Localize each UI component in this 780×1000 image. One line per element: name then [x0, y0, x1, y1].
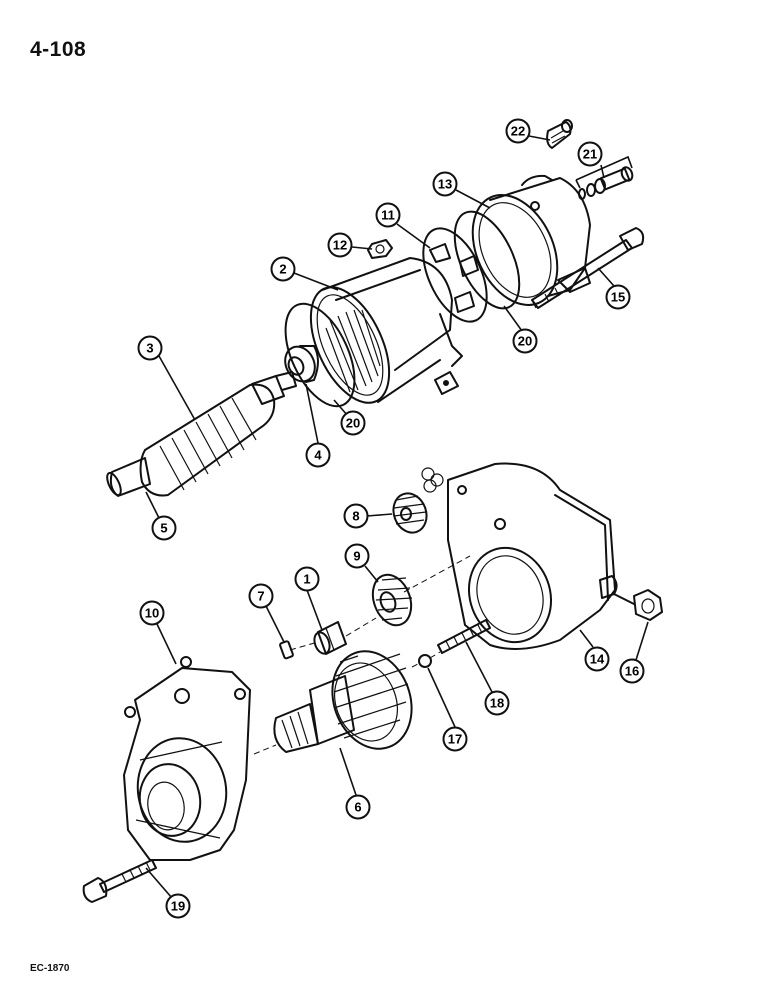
callout-18: 18	[484, 690, 510, 716]
callout-10: 10	[139, 600, 165, 626]
leader-lines	[145, 135, 649, 899]
part-22-plug	[546, 119, 573, 149]
callout-3: 3	[137, 335, 163, 361]
svg-text:15: 15	[611, 290, 625, 305]
svg-text:2: 2	[279, 262, 286, 277]
svg-text:5: 5	[160, 521, 167, 536]
svg-text:14: 14	[590, 652, 605, 667]
part-12-nut	[367, 239, 393, 259]
figure-code: EC-1870	[30, 963, 70, 974]
callout-14: 14	[584, 646, 610, 672]
roller-balls	[421, 467, 444, 493]
svg-text:8: 8	[352, 509, 359, 524]
callout-12: 12	[327, 232, 353, 258]
svg-text:19: 19	[171, 899, 185, 914]
callout-22: 22	[505, 118, 531, 144]
svg-text:13: 13	[438, 177, 452, 192]
part-20-o-ring-lower	[284, 302, 356, 408]
callout-2: 2	[270, 256, 296, 282]
callout-7: 7	[248, 583, 274, 609]
part-17-ball	[418, 654, 432, 668]
assembly-axis-lines	[253, 555, 471, 755]
part-20-o-ring-upper	[453, 210, 521, 310]
svg-text:18: 18	[490, 696, 504, 711]
part-8-idler-gear	[392, 492, 428, 534]
callout-21: 21	[577, 141, 603, 167]
part-9-gear	[371, 573, 413, 627]
svg-text:9: 9	[353, 549, 360, 564]
svg-text:3: 3	[146, 341, 153, 356]
callout-17: 17	[442, 726, 468, 752]
svg-text:10: 10	[145, 606, 159, 621]
callout-8: 8	[343, 503, 369, 529]
svg-text:12: 12	[333, 238, 347, 253]
part-10-drive-housing	[123, 656, 251, 861]
part-16-nut	[633, 589, 663, 621]
callout-13: 13	[432, 171, 458, 197]
svg-text:1: 1	[303, 572, 310, 587]
part-3-armature	[106, 371, 297, 497]
svg-text:7: 7	[257, 589, 264, 604]
part-7-pin	[279, 640, 294, 660]
part-19-bolt	[82, 859, 157, 903]
svg-text:6: 6	[354, 800, 361, 815]
callout-4: 4	[305, 442, 331, 468]
part-11-brush-holder	[422, 227, 488, 395]
callout-11: 11	[375, 202, 401, 228]
part-4-bearing	[284, 345, 319, 383]
callout-6: 6	[345, 794, 371, 820]
callout-20-upper: 20	[512, 328, 538, 354]
part-6-drive-clutch	[273, 650, 413, 753]
part-2-field-frame	[309, 257, 453, 404]
part-1-retainer	[313, 621, 347, 655]
svg-text:22: 22	[511, 124, 525, 139]
part-14-gear-housing	[447, 462, 618, 650]
callout-1: 1	[294, 566, 320, 592]
svg-text:11: 11	[381, 208, 395, 223]
part-13-end-cover	[471, 174, 591, 306]
callout-19: 19	[165, 893, 191, 919]
callout-15: 15	[605, 284, 631, 310]
svg-text:16: 16	[625, 664, 639, 679]
svg-text:21: 21	[583, 147, 597, 162]
part-15-through-bolt	[531, 227, 645, 309]
callout-5: 5	[151, 515, 177, 541]
svg-text:20: 20	[346, 416, 360, 431]
callout-16: 16	[619, 658, 645, 684]
part-18-stud	[437, 619, 491, 654]
svg-text:20: 20	[518, 334, 532, 349]
part-21-screw-washers	[575, 155, 634, 200]
page-number: 4-108	[30, 38, 87, 61]
callout-20-lower: 20	[340, 410, 366, 436]
svg-text:17: 17	[448, 732, 462, 747]
callout-9: 9	[344, 543, 370, 569]
svg-text:4: 4	[314, 448, 322, 463]
